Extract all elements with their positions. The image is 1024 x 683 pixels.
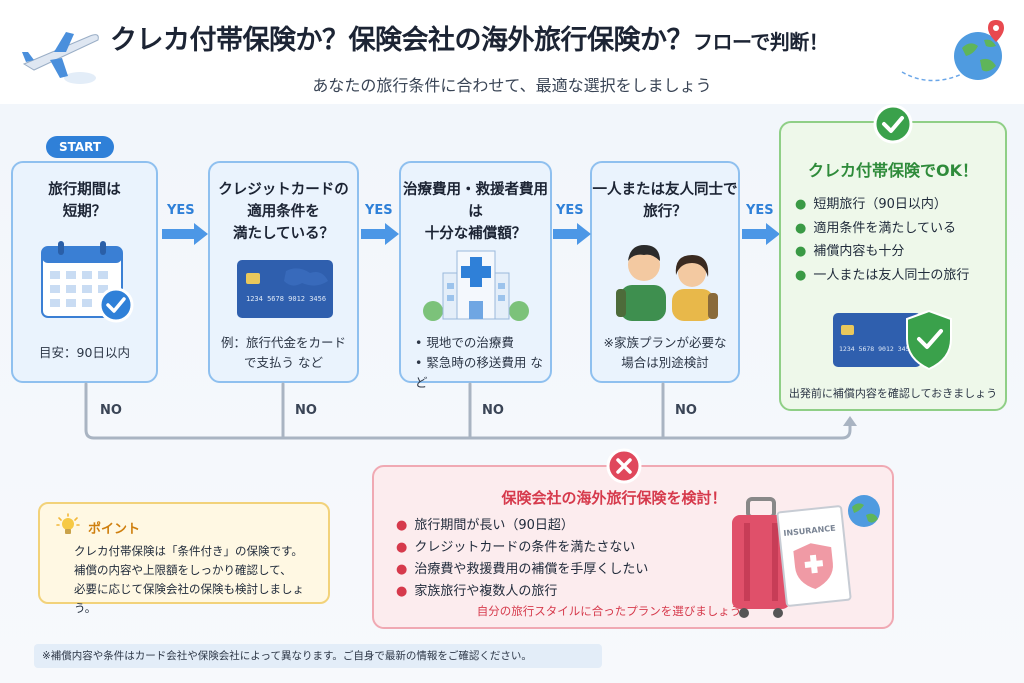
globe-pin-icon <box>901 20 1004 82</box>
point-title: ポイント <box>88 522 141 537</box>
insurance-result-list: ●旅行期間が長い（90日超） ●クレジットカードの条件を満たさない ●治療費や救… <box>396 515 648 603</box>
insurance-result-note: 自分の旅行スタイルに合ったプランを選びましょう <box>476 604 742 618</box>
yes-arrow-1 <box>162 223 208 245</box>
step-question: 治療費用・救援者費用は 十分な補償額？ <box>403 182 548 242</box>
yes-arrow-3 <box>553 223 591 245</box>
yes-label-1: YES <box>167 203 195 218</box>
check-circle-icon <box>873 104 913 144</box>
ok-result-title: クレカ付帯保険でOK！ <box>807 161 978 180</box>
step-travelers: 一人または友人同士で 旅行？ ※家族プランが必要な 場合は別途検討 <box>590 161 740 383</box>
list-item: ●家族旅行や複数人の旅行 <box>396 584 558 599</box>
no-label-2: NO <box>295 403 317 418</box>
list-item: ●短期旅行（90日以内） <box>795 197 947 212</box>
step-question: クレジットカードの 適用条件を 満たしている？ <box>218 182 349 242</box>
hospital-icon <box>423 250 529 321</box>
airplane-icon <box>22 32 99 84</box>
yes-label-2: YES <box>365 203 393 218</box>
point-text: クレカ付帯保険は「条件付き」の保険です。 補償の内容や上限額をしっかり確認して、… <box>74 544 304 615</box>
yes-label-4: YES <box>746 203 774 218</box>
lightbulb-icon <box>56 513 80 534</box>
no-label-1: NO <box>100 403 122 418</box>
point-panel: ポイント クレカ付帯保険は「条件付き」の保険です。 補償の内容や上限額をしっかり… <box>38 502 330 615</box>
no-flow-lines <box>84 382 857 440</box>
step-note: 例：旅行代金をカード で支払う など <box>220 335 346 370</box>
step-question: 一人または友人同士で 旅行？ <box>592 182 738 220</box>
step-coverage-amount: 治療費用・救援者費用は 十分な補償額？ • 現地での治療費 • 緊急時の移送費用… <box>399 161 552 390</box>
start-badge: START <box>46 136 114 158</box>
list-item: ●一人または友人同士の旅行 <box>795 267 970 283</box>
list-item: ●クレジットカードの条件を満たさない <box>396 540 636 555</box>
card-shield-icon: 1234 5678 9012 3456 <box>833 309 952 371</box>
page-subtitle: あなたの旅行条件に合わせて、最適な選択をしましょう <box>312 76 712 95</box>
no-label-4: NO <box>675 403 697 418</box>
no-label-3: NO <box>482 403 504 418</box>
yes-arrow-4 <box>742 223 780 245</box>
page-title-suffix: フローで判断！ <box>693 30 829 54</box>
ok-result-panel: クレカ付帯保険でOK！ ●短期旅行（90日以内） ●適用条件を満たしている ●補… <box>779 121 1007 411</box>
list-item: ●治療費や救援費用の補償を手厚くしたい <box>396 562 649 577</box>
step-note: • 現地での治療費 • 緊急時の移送費用 など <box>415 335 543 390</box>
card-number: 1234 5678 9012 3456 <box>839 345 913 353</box>
card-number: 1234 5678 9012 3456 <box>246 295 326 303</box>
step-note: ※家族プランが必要な 場合は別途検討 <box>603 335 727 370</box>
credit-card-icon: 1234 5678 9012 3456 <box>237 260 333 318</box>
page-title: クレカ付帯保険か？保険会社の海外旅行保険か？フローで判断！ <box>110 18 930 57</box>
list-item: ●補償内容も十分 <box>795 244 905 259</box>
step-note: 目安：90日以内 <box>39 345 130 360</box>
yes-label-3: YES <box>556 203 584 218</box>
cross-circle-icon <box>606 448 642 484</box>
step-card-conditions: クレジットカードの 適用条件を 満たしている？ 1234 5678 9012 3… <box>208 161 359 383</box>
step-duration: 旅行期間は 短期？ 目安：90日以内 <box>11 161 158 383</box>
ok-result-list: ●短期旅行（90日以内） ●適用条件を満たしている ●補償内容も十分 ●一人また… <box>795 193 969 287</box>
calendar-check-icon <box>41 241 134 323</box>
page-title-main: クレカ付帯保険か？保険会社の海外旅行保険か？ <box>110 25 694 56</box>
step-question: 旅行期間は 短期？ <box>48 182 121 220</box>
list-item: ●旅行期間が長い（90日超） <box>396 518 574 533</box>
suitcase-insurance-icon: INSURANCE <box>732 495 880 618</box>
list-item: ●適用条件を満たしている <box>795 220 956 236</box>
yes-arrow-2 <box>361 223 399 245</box>
travelers-icon <box>616 245 718 321</box>
insurance-result-panel: 保険会社の海外旅行保険を検討！ ●旅行期間が長い（90日超） ●クレジットカード… <box>372 465 894 629</box>
ok-result-note: 出発前に補償内容を確認しておきましょう <box>788 387 998 400</box>
insurance-result-title: 保険会社の海外旅行保険を検討！ <box>501 489 727 507</box>
footnote: ※補償内容や条件はカード会社や保険会社によって異なります。ご自身で最新の情報をご… <box>34 644 602 668</box>
